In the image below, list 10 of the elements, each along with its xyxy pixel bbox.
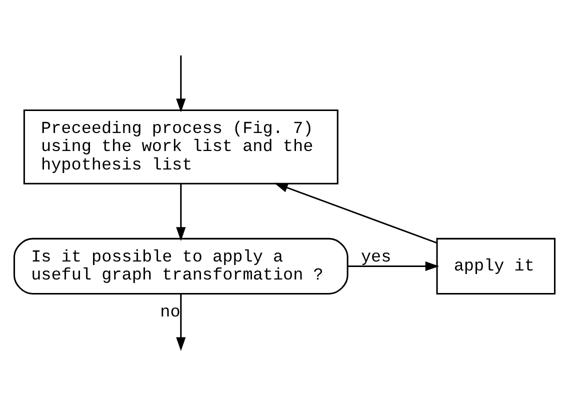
- edge-label: no: [160, 304, 180, 323]
- arrow: [176, 55, 186, 112]
- node-box: Is it possible to apply a useful graph transformation ?: [13, 238, 348, 294]
- arrow: [348, 261, 440, 272]
- arrow: [274, 182, 438, 244]
- edge-label: yes: [360, 248, 392, 268]
- arrow: [176, 184, 186, 241]
- node-box: Preceeding process (Fig. 7) using the work list and the hypothesis list: [23, 110, 338, 184]
- node-box: apply it: [436, 238, 556, 294]
- arrow: [176, 294, 186, 351]
